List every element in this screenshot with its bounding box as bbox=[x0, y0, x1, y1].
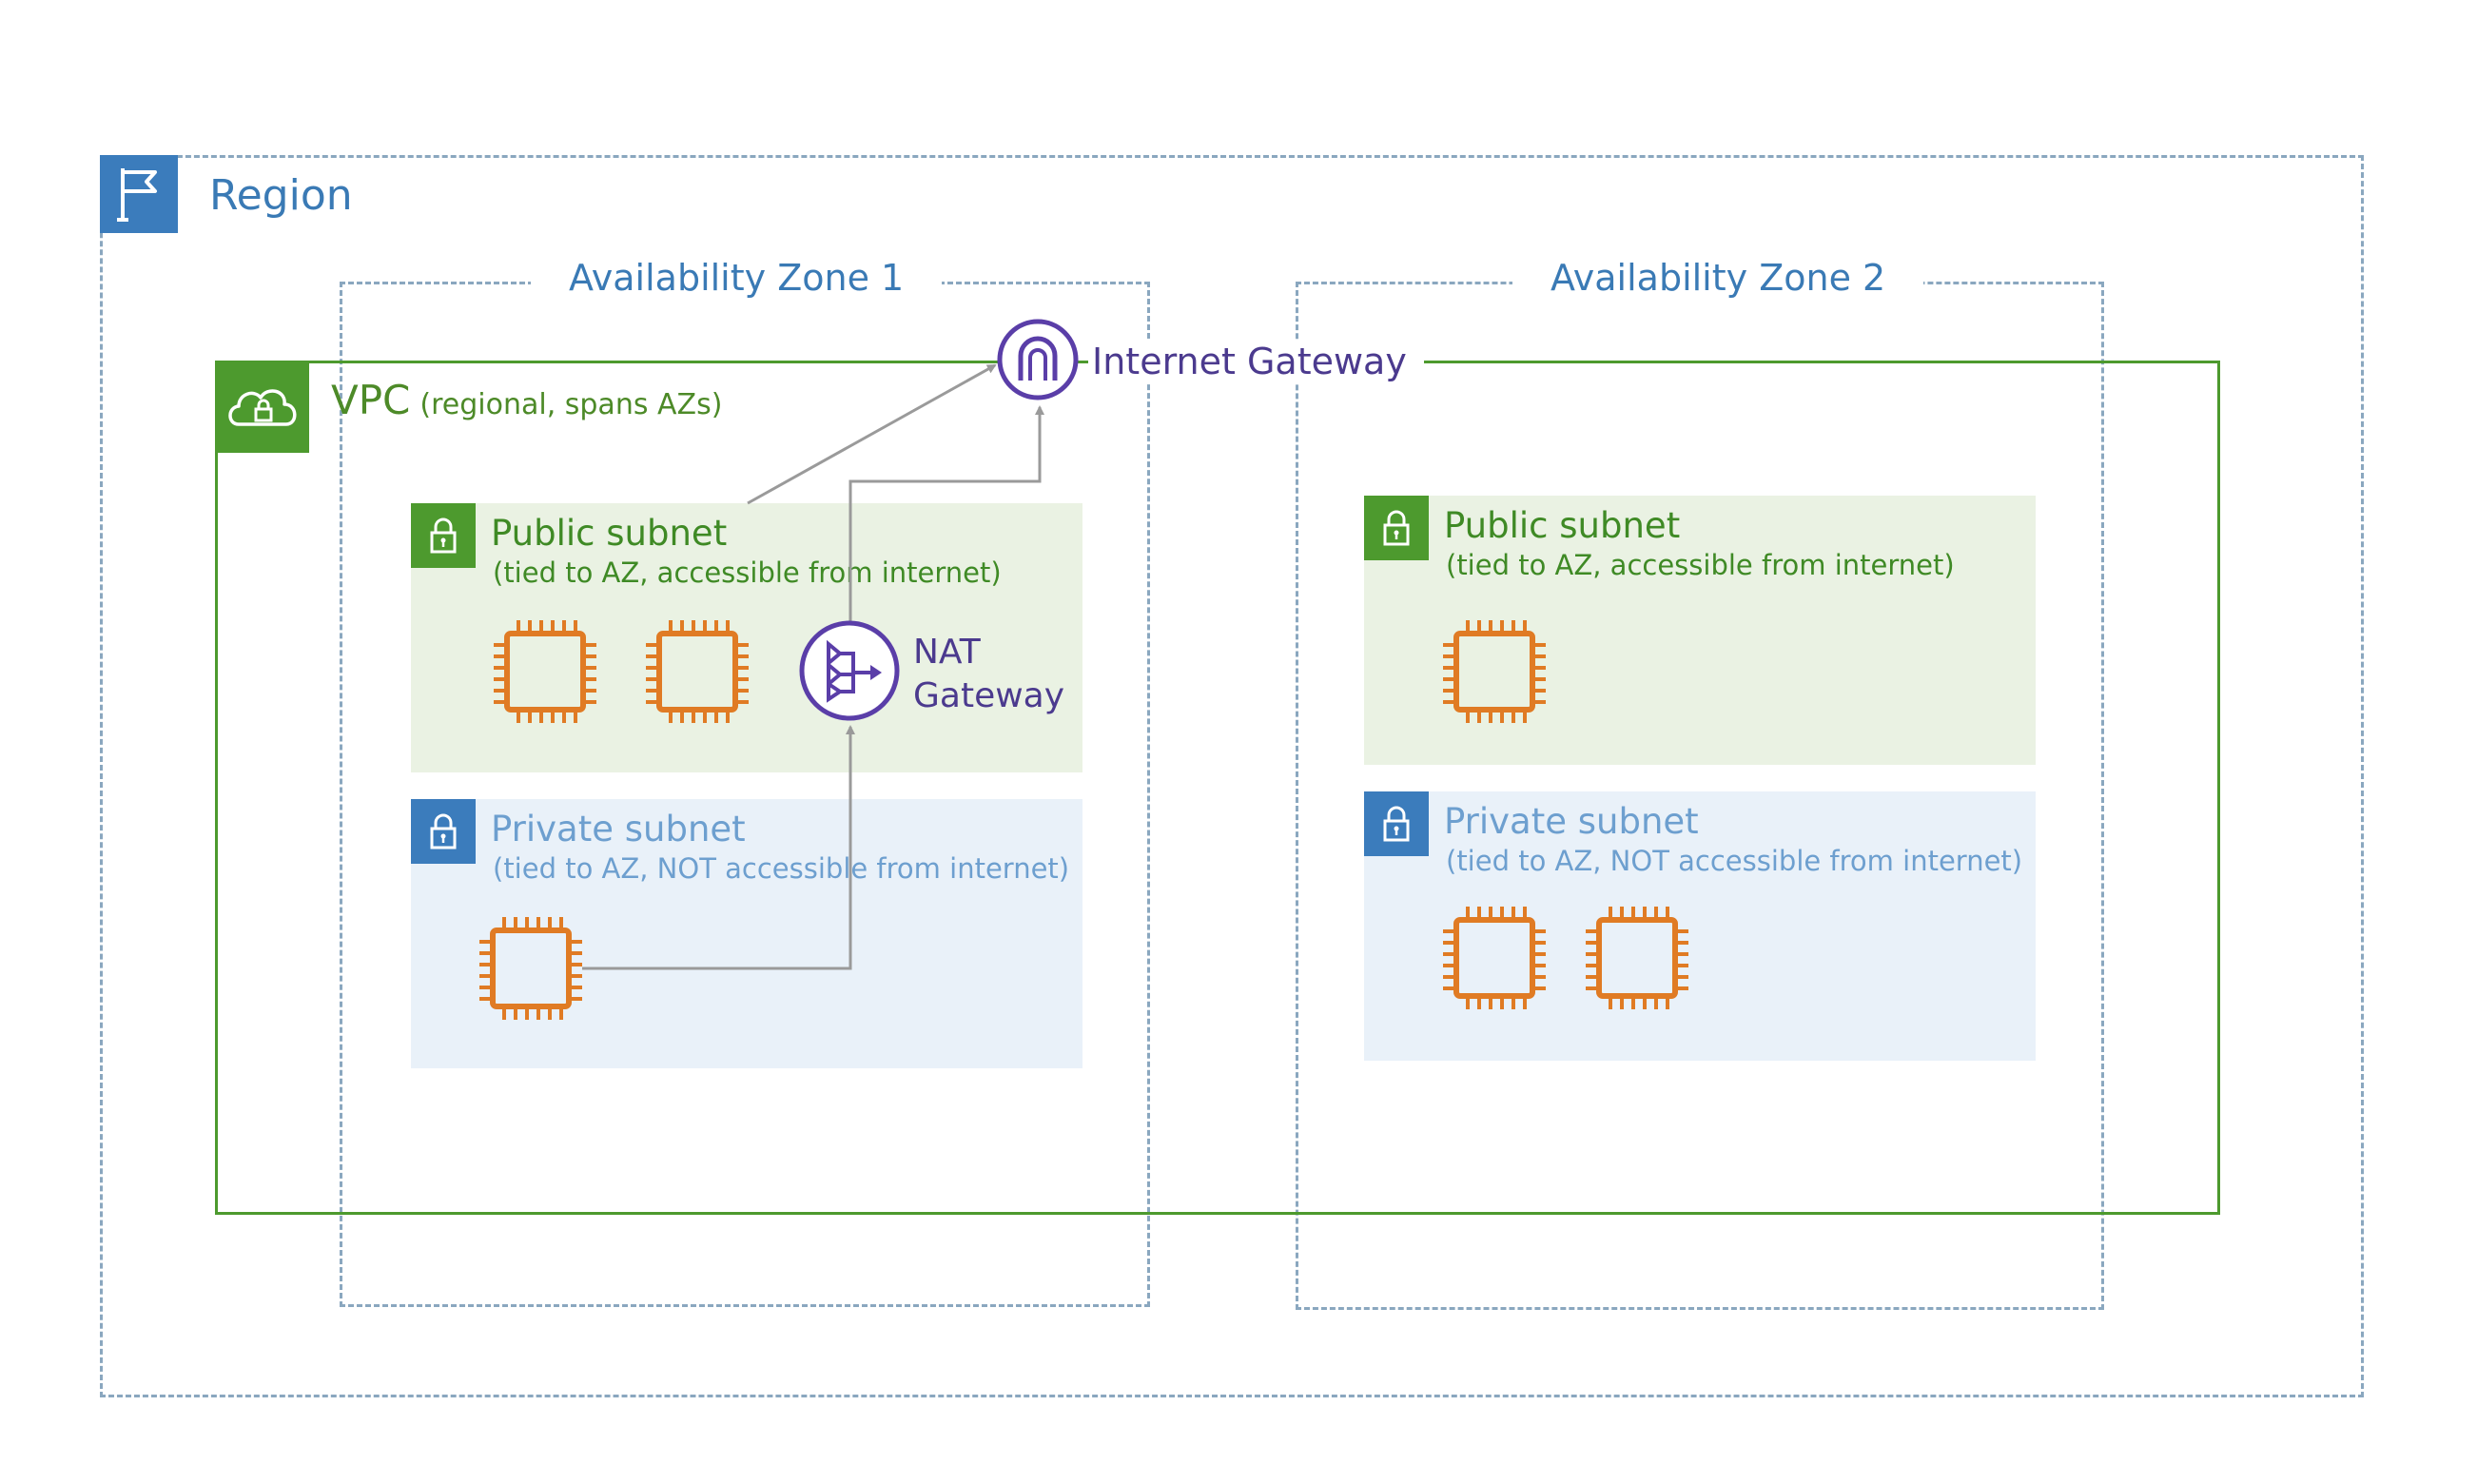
instance-chip-icon bbox=[1443, 620, 1546, 723]
instance-chip-icon bbox=[1586, 907, 1688, 1009]
nat-gateway-label: NAT Gateway bbox=[913, 631, 1064, 718]
instance-chip-icon bbox=[1443, 907, 1546, 1009]
az2-private-subnet-desc: (tied to AZ, NOT accessible from interne… bbox=[1446, 845, 2023, 877]
lock-icon bbox=[1383, 806, 1410, 842]
availability-zone-2-label: Availability Zone 2 bbox=[1512, 257, 1924, 299]
az1-public-subnet-title: Public subnet bbox=[491, 513, 728, 554]
nat-gateway-label-line2: Gateway bbox=[913, 676, 1065, 715]
vpc-badge bbox=[218, 363, 309, 453]
az1-private-subnet-lock-badge bbox=[411, 799, 476, 864]
az1-public-subnet bbox=[411, 503, 1082, 772]
az2-private-subnet-lock-badge bbox=[1364, 791, 1429, 856]
private-instance-to-nat-arrow bbox=[582, 725, 855, 970]
az2-public-subnet-title: Public subnet bbox=[1444, 505, 1681, 546]
az2-private-subnet-title: Private subnet bbox=[1444, 801, 1699, 842]
az1-private-subnet-desc: (tied to AZ, NOT accessible from interne… bbox=[493, 852, 1070, 885]
vpc-subtitle: (regional, spans AZs) bbox=[419, 388, 723, 421]
vpc-title: VPC(regional, spans AZs) bbox=[331, 377, 722, 423]
availability-zone-1-label: Availability Zone 1 bbox=[531, 257, 943, 299]
vpc-label: VPC bbox=[331, 377, 411, 423]
az1-public-subnet-lock-badge bbox=[411, 503, 476, 568]
flag-icon bbox=[117, 168, 157, 222]
lock-icon bbox=[1383, 510, 1410, 546]
az1-public-subnet-desc: (tied to AZ, accessible from internet) bbox=[493, 556, 1002, 589]
region-boundary bbox=[100, 155, 2364, 1397]
az2-public-subnet-desc: (tied to AZ, accessible from internet) bbox=[1446, 549, 1955, 581]
nat-gateway-icon bbox=[799, 620, 900, 721]
instance-chip-icon bbox=[494, 620, 596, 723]
region-flag-badge bbox=[100, 155, 178, 233]
lock-icon bbox=[430, 813, 457, 849]
nat-gateway-label-line1: NAT bbox=[913, 633, 981, 672]
region-label: Region bbox=[209, 171, 353, 220]
az2-private-subnet bbox=[1364, 791, 2036, 1061]
instance-chip-icon bbox=[646, 620, 749, 723]
cloud-lock-icon bbox=[228, 389, 297, 426]
az1-private-subnet-title: Private subnet bbox=[491, 809, 746, 849]
nat-to-igw-arrow bbox=[848, 405, 1044, 623]
az2-public-subnet bbox=[1364, 496, 2036, 765]
public-subnet-to-igw-arrow bbox=[747, 363, 997, 505]
az2-public-subnet-lock-badge bbox=[1364, 496, 1429, 560]
az1-private-subnet bbox=[411, 799, 1082, 1068]
instance-chip-icon bbox=[479, 917, 582, 1020]
lock-icon bbox=[430, 517, 457, 554]
internet-gateway-label: Internet Gateway bbox=[1088, 341, 1424, 382]
internet-gateway-icon bbox=[997, 319, 1079, 400]
